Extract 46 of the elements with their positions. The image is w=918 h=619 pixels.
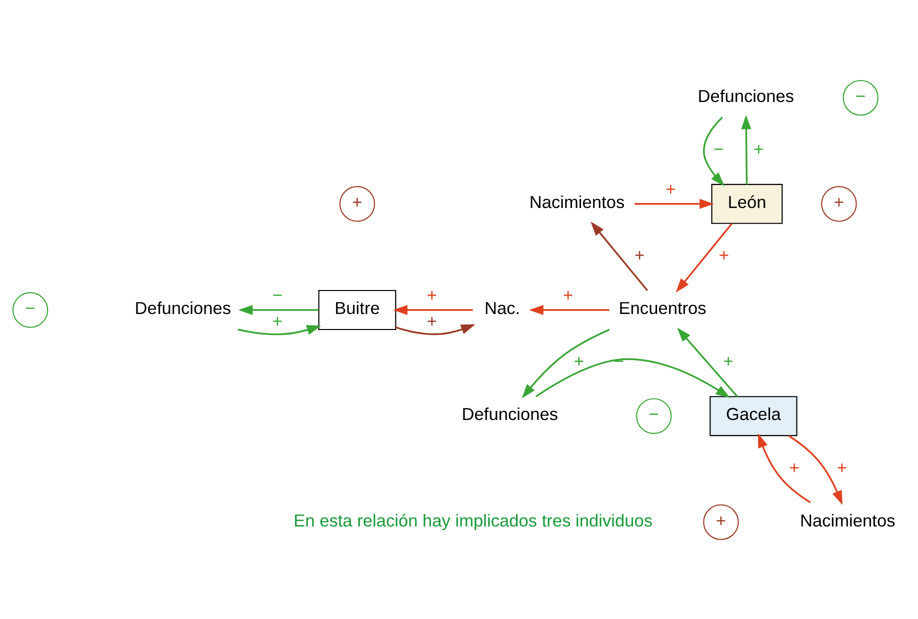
- node-circle: +: [703, 504, 739, 540]
- edge-label: +: [723, 350, 734, 371]
- arrow: [703, 116, 725, 186]
- node-circle: −: [636, 398, 672, 434]
- edge-label: −: [714, 138, 724, 158]
- node-box: León: [711, 183, 783, 224]
- edge-label: +: [789, 456, 800, 477]
- arrow: [238, 304, 319, 314]
- arrow: [741, 114, 752, 184]
- arrow: [529, 304, 610, 314]
- edge-label: +: [836, 456, 848, 477]
- arrow: [677, 327, 738, 397]
- node-text: Nac.: [484, 298, 520, 318]
- node-circle: −: [842, 79, 878, 116]
- edge-label: +: [574, 350, 584, 371]
- edge-label: −: [272, 284, 282, 305]
- arrow: [238, 324, 322, 335]
- node-text: Nacimientos: [529, 192, 625, 212]
- label: En esta relación hay implicados tres individuos: [294, 510, 653, 530]
- edge-label: +: [426, 284, 438, 305]
- arrow: [522, 328, 610, 398]
- node-circle: −: [12, 292, 48, 328]
- edge-label: +: [272, 310, 282, 331]
- edge-label: +: [666, 178, 676, 199]
- arrow: [395, 324, 476, 335]
- node-text: Defunciones: [134, 298, 232, 318]
- node-box: Buitre: [318, 289, 396, 330]
- arrow: [590, 221, 648, 291]
- arrow: [676, 222, 733, 292]
- edge-label: +: [426, 310, 438, 331]
- arrow: [788, 434, 842, 504]
- node-text: Nacimientos: [800, 510, 896, 530]
- node-circle: +: [821, 186, 857, 222]
- arrow: [758, 432, 811, 503]
- arrow: [536, 358, 730, 398]
- node-text: Defunciones: [462, 404, 558, 424]
- edge-label: +: [634, 244, 645, 265]
- edge-label: +: [718, 244, 730, 265]
- node-text: Encuentros: [618, 298, 706, 318]
- node-box: Gacela: [710, 396, 798, 436]
- node-text: Defunciones: [698, 85, 794, 106]
- arrow: [634, 198, 714, 208]
- node-circle: +: [339, 186, 376, 222]
- edge-label: +: [754, 138, 764, 158]
- edge-label: +: [563, 284, 574, 305]
- arrow: [393, 304, 473, 314]
